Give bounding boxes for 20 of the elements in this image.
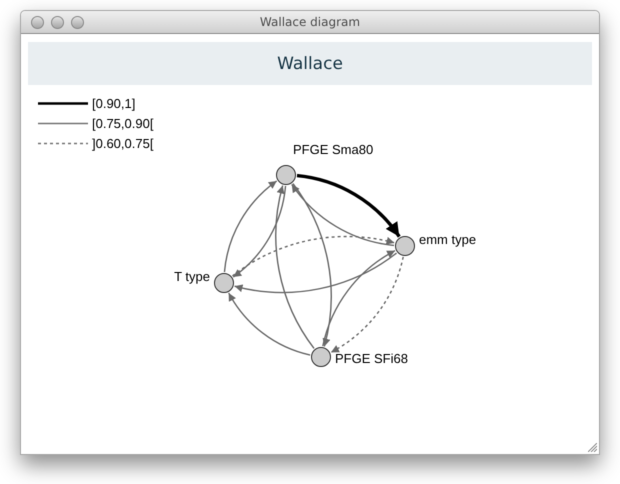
curved-arrow (224, 180, 278, 272)
curved-arrow (275, 185, 315, 349)
diagram-title: Wallace (277, 54, 343, 74)
legend-label: [0.90,1] (92, 96, 136, 110)
curved-arrow (330, 256, 404, 353)
node-label: T type (174, 268, 210, 284)
window-title: Wallace diagram (260, 15, 360, 29)
curved-arrow (228, 292, 310, 356)
curved-arrow (292, 183, 332, 347)
node-label: PFGE Sma80 (293, 142, 374, 156)
curved-arrow (232, 236, 395, 277)
legend-label: ]0.60,0.75[ (92, 136, 154, 150)
node-label: PFGE SFi68 (335, 350, 408, 366)
curved-arrow (296, 174, 401, 238)
curved-arrow (234, 252, 397, 294)
curved-arrow (322, 250, 396, 346)
curved-arrow (291, 184, 394, 246)
node-label: emm type (419, 232, 476, 246)
legend-label: [0.75,0.90[ (92, 116, 154, 130)
curved-arrow (232, 186, 286, 278)
